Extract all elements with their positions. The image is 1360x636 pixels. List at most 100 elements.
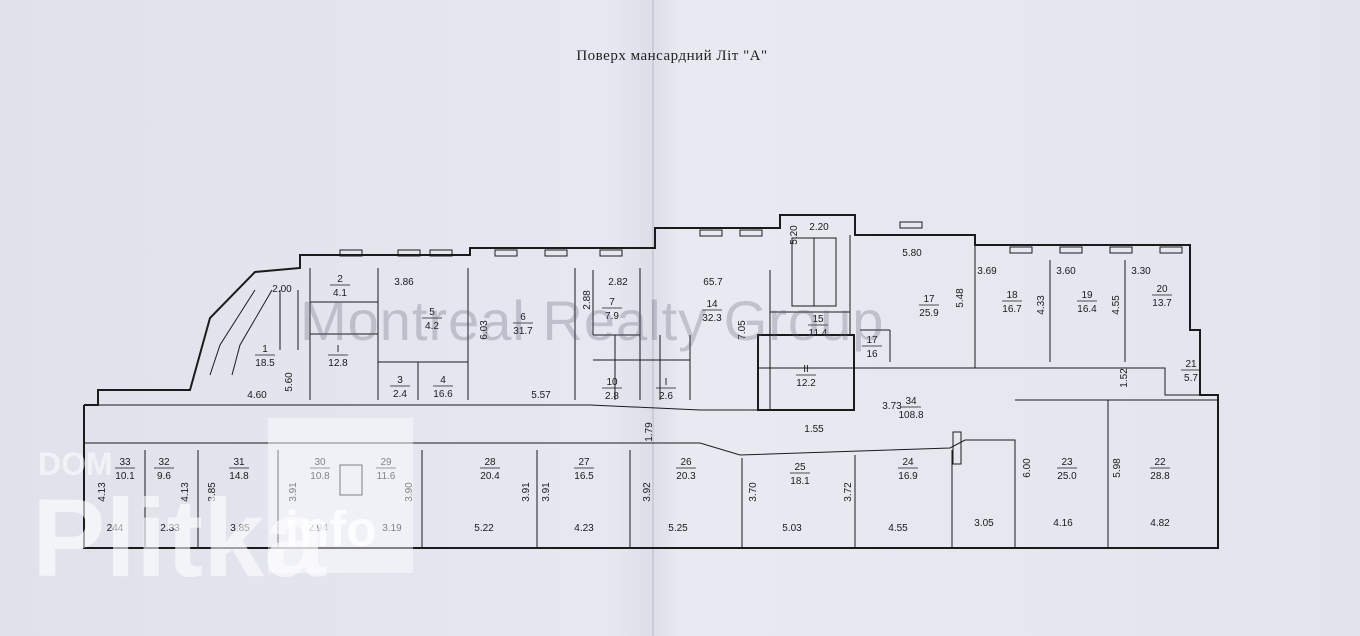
room-area: 5.7 bbox=[1184, 373, 1198, 384]
dimension-label: 5.22 bbox=[474, 523, 494, 534]
watermark-dom: DOM bbox=[38, 446, 113, 482]
room-area: 9.6 bbox=[157, 471, 171, 482]
dimension-label: 3.69 bbox=[977, 266, 997, 277]
dimension-label: 5.48 bbox=[955, 288, 966, 308]
room-area: 108.8 bbox=[898, 410, 923, 421]
dimension-label: 7.05 bbox=[737, 320, 748, 340]
stairs-left bbox=[209, 289, 299, 376]
dimension-label: 5.03 bbox=[782, 523, 802, 534]
room-area: 16.6 bbox=[433, 389, 453, 400]
dimension-label: 244 bbox=[107, 523, 124, 534]
watermark-panel bbox=[268, 418, 413, 573]
dimension-label: 2.82 bbox=[608, 277, 628, 288]
dimension-label: 3.86 bbox=[394, 277, 414, 288]
dimension-label: 3.73 bbox=[882, 401, 902, 412]
room-area: 13.7 bbox=[1152, 298, 1172, 309]
dimension-label: 3.70 bbox=[748, 482, 759, 502]
dimension-label: 4.60 bbox=[247, 390, 267, 401]
room-labels: 118.524.1I12.832.4416.654.2631.777.9102.… bbox=[115, 274, 1201, 487]
room-number: 32 bbox=[158, 457, 170, 468]
dimension-label: 2.00 bbox=[272, 284, 292, 295]
dimension-label: 1.55 bbox=[804, 424, 824, 435]
dimension-label: 3.60 bbox=[1056, 266, 1076, 277]
room-number: 28 bbox=[484, 457, 496, 468]
dimension-label: 3.92 bbox=[642, 482, 653, 502]
room-number: 6 bbox=[520, 312, 526, 323]
stairs-right bbox=[791, 237, 837, 307]
room-area: 16.4 bbox=[1077, 304, 1097, 315]
dimension-label: 4.55 bbox=[1111, 295, 1122, 315]
room-number: 25 bbox=[794, 462, 806, 473]
dimension-label: 1.79 bbox=[644, 422, 655, 442]
floor-plan-title: Поверх мансардний Літ "А" bbox=[576, 48, 768, 64]
dimension-label: 4.16 bbox=[1053, 518, 1073, 529]
room-area: 20.3 bbox=[676, 471, 696, 482]
room-number: 7 bbox=[609, 297, 615, 308]
dimension-label: 5.25 bbox=[668, 523, 688, 534]
room-area: 2.4 bbox=[393, 389, 407, 400]
room-area: 12.8 bbox=[328, 358, 348, 369]
room-number: 17 bbox=[866, 335, 878, 346]
dimension-label: 6.00 bbox=[1022, 458, 1033, 478]
dimension-label: 2.33 bbox=[160, 523, 180, 534]
room-number: 19 bbox=[1081, 290, 1093, 301]
dimension-label: 3.85 bbox=[207, 482, 218, 502]
room-area: 20.4 bbox=[480, 471, 500, 482]
watermark-plitka: Plitka bbox=[32, 477, 326, 600]
room-area: 4.1 bbox=[333, 288, 347, 299]
room-area: 18.5 bbox=[255, 358, 275, 369]
page-fold bbox=[652, 0, 654, 636]
window-marks bbox=[339, 221, 1183, 257]
dimension-label: 2.20 bbox=[809, 222, 829, 233]
dimension-label: 3.85 bbox=[230, 523, 250, 534]
room-number: 1 bbox=[262, 344, 268, 355]
dimension-label: 5.20 bbox=[789, 225, 800, 245]
room-number: 17 bbox=[923, 294, 935, 305]
dimension-label: 3.05 bbox=[974, 518, 994, 529]
room-number: I bbox=[337, 344, 340, 355]
room-area: 14.8 bbox=[229, 471, 249, 482]
room-number: 4 bbox=[440, 375, 446, 386]
room-area: 2.8 bbox=[605, 391, 619, 402]
dimension-label: 4.33 bbox=[1036, 295, 1047, 315]
room-number: I bbox=[665, 377, 668, 388]
room-number: 3 bbox=[397, 375, 403, 386]
dimension-label: 4.13 bbox=[180, 482, 191, 502]
room-number: 26 bbox=[680, 457, 692, 468]
room-number: 22 bbox=[1154, 457, 1166, 468]
room-area: 16.9 bbox=[898, 471, 918, 482]
room-number: 15 bbox=[812, 314, 824, 325]
dimension-label: 2.88 bbox=[582, 290, 593, 310]
room-area: 16.7 bbox=[1002, 304, 1022, 315]
room-number: 23 bbox=[1061, 457, 1073, 468]
dimension-label: 3.72 bbox=[843, 482, 854, 502]
dimension-label: 3.30 bbox=[1131, 266, 1151, 277]
watermark-info: info bbox=[285, 501, 377, 557]
dimension-label: 5.60 bbox=[284, 372, 295, 392]
room-area: 12.2 bbox=[796, 378, 816, 389]
room-number: 34 bbox=[905, 396, 917, 407]
room-number: 30 bbox=[314, 457, 326, 468]
dimension-label: 5.80 bbox=[902, 248, 922, 259]
room-number: 21 bbox=[1185, 359, 1197, 370]
room-area: 2.6 bbox=[659, 391, 673, 402]
room-area: 4.2 bbox=[425, 321, 439, 332]
room-number: 18 bbox=[1006, 290, 1018, 301]
dimension-label: 3.19 bbox=[382, 523, 402, 534]
dimension-label: 2.94 bbox=[308, 523, 328, 534]
room-area: 16.5 bbox=[574, 471, 594, 482]
dimension-label: 4.55 bbox=[888, 523, 908, 534]
room-number: II bbox=[803, 364, 809, 375]
dimension-label: 1.52 bbox=[1119, 368, 1130, 388]
dimension-label: 3.91 bbox=[521, 482, 532, 502]
room-number: 31 bbox=[233, 457, 245, 468]
dimension-label: 3.91 bbox=[288, 482, 299, 502]
room-number: 2 bbox=[337, 274, 343, 285]
dimension-label: 5.57 bbox=[531, 390, 551, 401]
room-area: 25.0 bbox=[1057, 471, 1077, 482]
room-area: 25.9 bbox=[919, 308, 939, 319]
room-area: 10.8 bbox=[310, 471, 330, 482]
